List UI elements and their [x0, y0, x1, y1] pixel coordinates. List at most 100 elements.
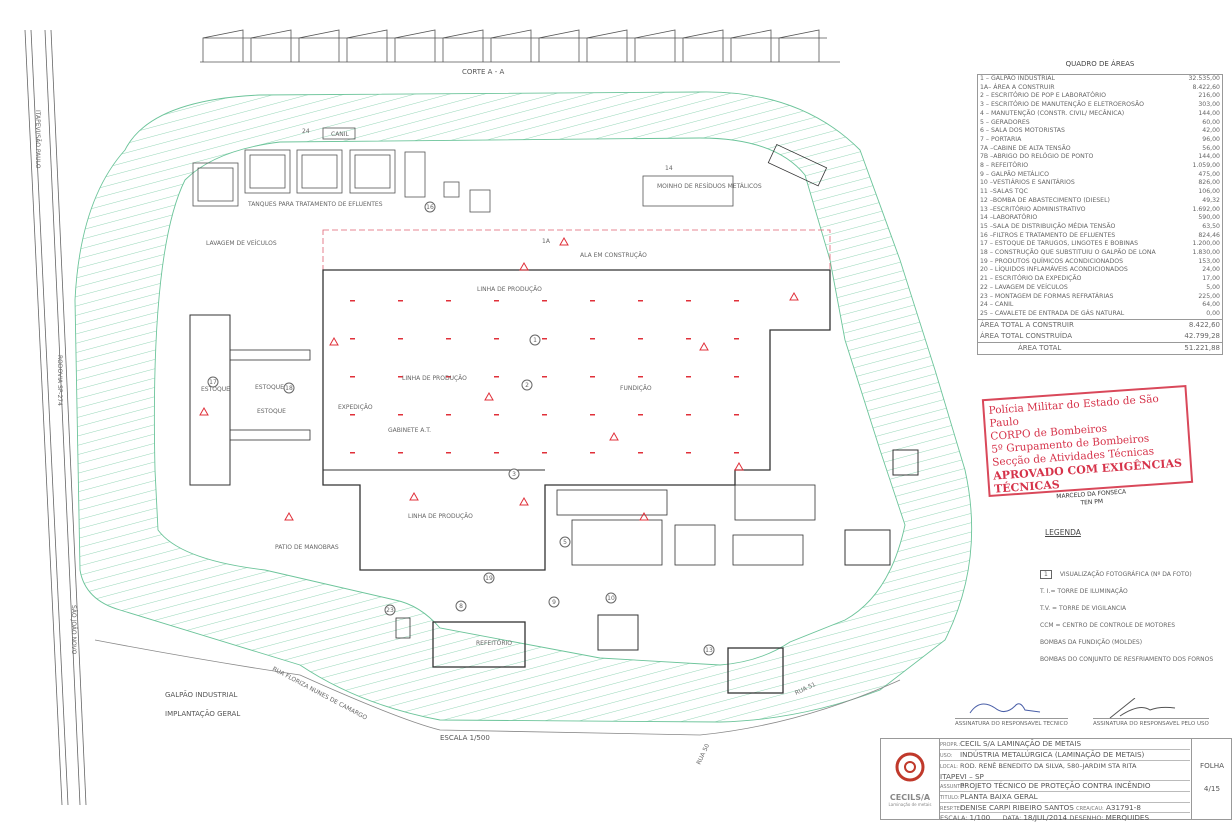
area-value: 1.692,00: [1192, 205, 1220, 213]
area-row: 11 –SALAS TQC 106,00: [978, 188, 1223, 197]
extinguisher-marker: [590, 300, 595, 302]
extinguisher-marker: [494, 452, 499, 454]
field-key: ASSUNTO:: [940, 783, 966, 790]
crea-value: A31791-8: [1105, 802, 1141, 812]
extinguisher-marker: [590, 414, 595, 416]
callout-number: 18: [285, 385, 293, 392]
fire-department-approval-stamp: Polícia Militar do Estado de São Paulo C…: [981, 384, 1194, 507]
hydrant-marker: [789, 291, 799, 301]
yard-label: PATIO DE MANOBRAS: [275, 544, 339, 551]
total-built-value: 42.799,28: [1184, 331, 1220, 340]
legend-title: LEGENDA: [1045, 528, 1081, 537]
callout-circle: [508, 468, 520, 480]
extinguisher-marker: [350, 338, 355, 340]
area-label: 25 – CAVALETE DE ENTRADA DE GÁS NATURAL: [980, 309, 1125, 317]
area-label: 8 – REFEITÓRIO: [980, 162, 1029, 170]
extinguisher-marker: [446, 414, 451, 416]
highway: [24, 29, 87, 806]
foundry-label: FUNDIÇÃO: [620, 385, 652, 392]
area-label: 24 – CANIL: [980, 301, 1014, 309]
extinguisher-marker: [734, 414, 739, 416]
street-outline: [94, 639, 901, 736]
area-value: 1.059,00: [1192, 162, 1220, 170]
area-row: 18 – CONSTRUÇÃO QUE SUBSTITUIU O GALPÃO …: [978, 249, 1223, 258]
extinguisher-marker: [446, 338, 451, 340]
location-value: ROD. RENÊ BENEDITO DA SILVA, 580–JARDIM …: [960, 761, 1137, 770]
tanks-label: TANQUES PARA TRATAMENTO DE EFLUENTES: [247, 201, 383, 208]
area-label: 1 – GALPÃO INDUSTRIAL: [980, 75, 1055, 82]
callout-number: 23: [386, 607, 394, 614]
area-label: 2 – ESCRITÓRIO DE POP E LABORATÓRIO: [980, 92, 1106, 100]
kennel-number: 24: [302, 128, 310, 135]
field-key: LOCAL:: [940, 763, 958, 770]
extinguisher-marker: [638, 414, 643, 416]
logo-emblem-icon: [895, 752, 925, 782]
area-value: 1.830,00: [1192, 249, 1220, 257]
sheet-label: FOLHA: [1199, 761, 1225, 770]
photo-marker-icon: 1: [1040, 570, 1052, 579]
callout-number: 3: [512, 471, 516, 478]
extinguisher-marker: [542, 300, 547, 302]
section-label: CORTE A - A: [462, 68, 504, 76]
subject-value: PROJETO TÉCNICO DE PROTEÇÃO CONTRA INCÊN…: [960, 780, 1151, 790]
extinguisher-marker: [638, 300, 643, 302]
date-value: 18/JUL/2014: [1023, 813, 1068, 823]
callout-number: 10: [607, 595, 615, 602]
sheet-number: 4/15: [1203, 784, 1221, 793]
callout-number: 13: [705, 647, 713, 654]
extinguisher-marker: [398, 414, 403, 416]
area-label: 14 –LABORATÓRIO: [980, 214, 1038, 222]
area-value: 96,00: [1202, 135, 1220, 143]
area-value: 60,00: [1202, 118, 1220, 126]
area-value: 590,00: [1198, 214, 1220, 222]
area-value: 144,00: [1198, 109, 1220, 117]
area-value: 144,00: [1198, 153, 1220, 161]
area-label: 11 –SALAS TQC: [980, 188, 1028, 196]
area-value: 32.535,00: [1188, 75, 1221, 82]
prod-line-label-1: LINHA DE PRODUÇÃO: [477, 286, 542, 293]
embankment: [74, 91, 973, 723]
fire-safety-markers: [199, 236, 799, 521]
area-value: 106,00: [1198, 188, 1220, 196]
area-value: 8.422,60: [1192, 83, 1220, 91]
dining-label: REFEITÓRIO: [476, 640, 512, 647]
hydrant-marker: [639, 511, 649, 521]
total-to-build-label: ÁREA TOTAL A CONSTRUIR: [977, 318, 1174, 331]
company-logo: CECILS/A Laminação de metais: [881, 739, 940, 819]
extinguisher-marker: [686, 338, 691, 340]
area-label: 7B –ABRIGO DO RELÓGIO DE PONTO: [980, 153, 1094, 161]
area-label: 1A– ÁREA A CONSTRUIR: [980, 83, 1055, 91]
extinguisher-marker: [446, 300, 451, 302]
scale-key: ESCALA:: [940, 814, 968, 823]
extinguisher-marker: [542, 338, 547, 340]
hydrant-marker: [329, 336, 339, 346]
signature-scribbles: [969, 698, 1176, 719]
callout-circle: [605, 592, 617, 604]
area-value: 17,00: [1202, 275, 1220, 283]
stamp-signer-role: TEN PM: [1080, 498, 1104, 507]
extinguisher-marker: [494, 300, 499, 302]
extinguisher-marker: [542, 452, 547, 454]
total-to-build-value: 8.422,60: [1174, 318, 1223, 331]
area-label: 7A –CABINE DE ALTA TENSÃO: [980, 144, 1071, 152]
drawing-title-2: IMPLANTAÇÃO GERAL: [165, 709, 240, 718]
callout-number: 17: [209, 379, 217, 386]
wing-label: ALA EM CONSTRUÇÃO: [580, 252, 647, 259]
extinguisher-marker: [638, 452, 643, 454]
hydrant-marker: [519, 261, 529, 271]
area-label: 19 – PRODUTOS QUÍMICOS ACONDICIONADOS: [980, 257, 1124, 265]
area-value: 56,00: [1202, 144, 1220, 152]
mill-number: 14: [665, 165, 673, 172]
area-value: 826,00: [1198, 179, 1220, 187]
